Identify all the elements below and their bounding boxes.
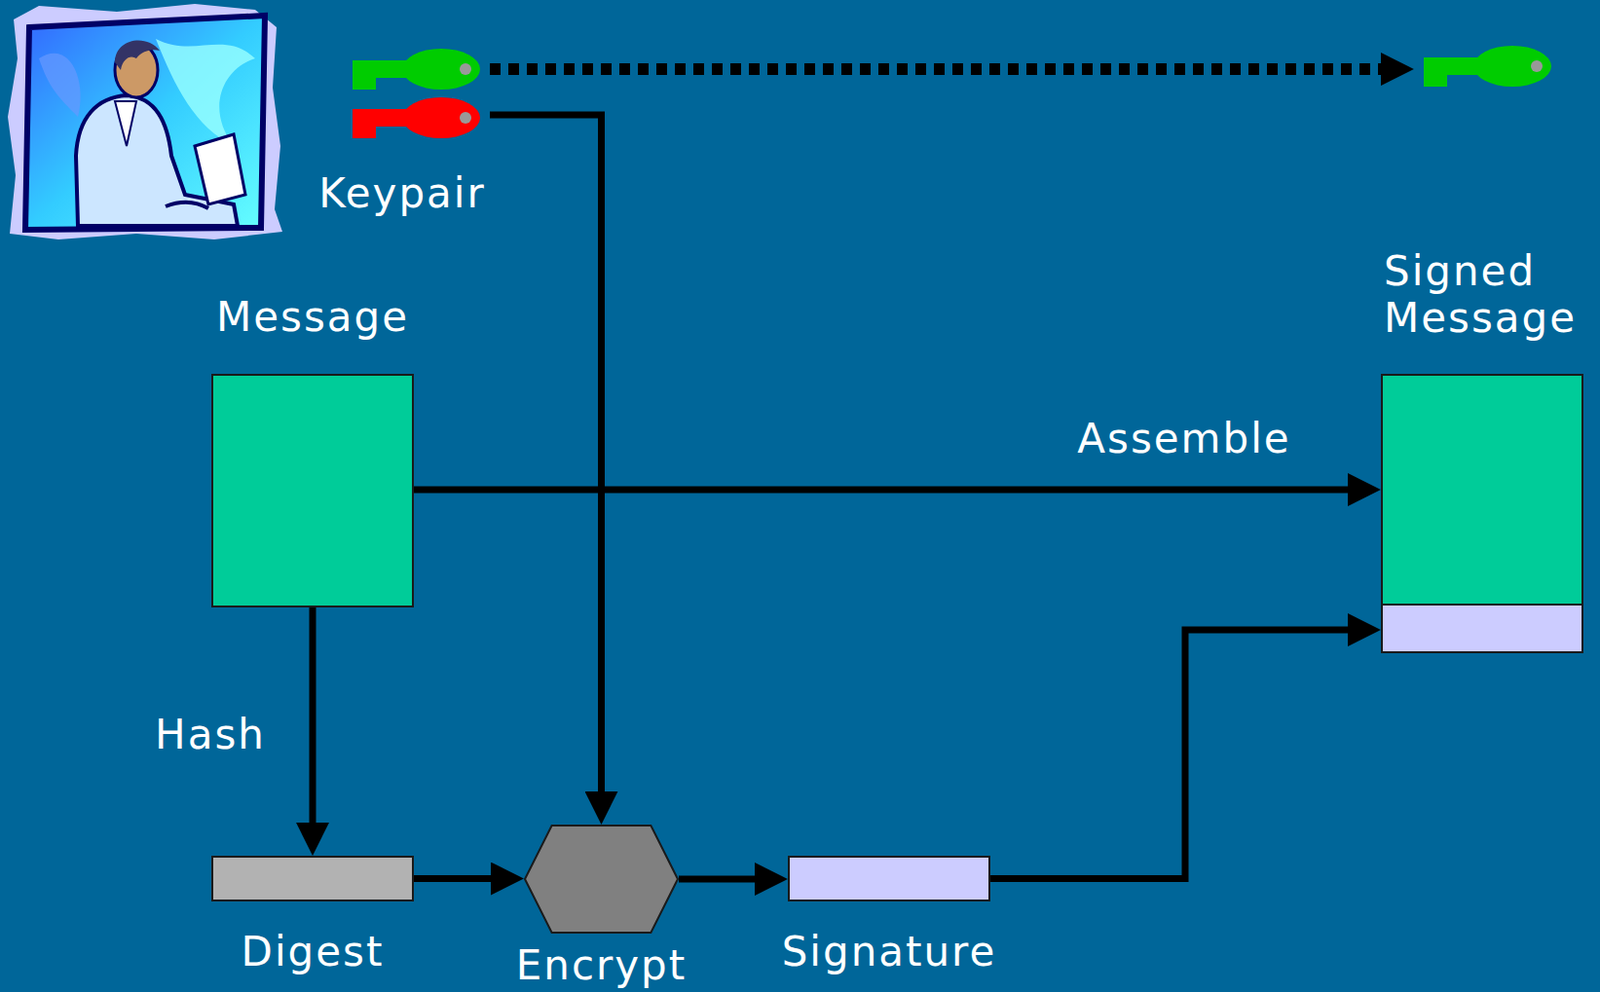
- edge-label: Hash: [154, 711, 266, 759]
- message-box: Message: [211, 373, 414, 608]
- key-hole: [1530, 60, 1543, 73]
- signed-message-box: Signed Message: [1380, 373, 1584, 654]
- hexagon-shape: [524, 825, 678, 933]
- flow-arrow: [309, 607, 317, 845]
- flow-arrow: [990, 630, 1370, 880]
- key-hole: [459, 63, 472, 75]
- flow-arrow: [678, 876, 777, 884]
- node-label: Keypair: [318, 170, 485, 218]
- flow-arrow: [489, 114, 602, 814]
- node-label: Encrypt: [516, 943, 688, 989]
- digest-box: Digest: [211, 855, 414, 902]
- light-streak: [155, 38, 256, 147]
- key-bow: [402, 97, 481, 139]
- node-label: Digest: [241, 929, 385, 976]
- hair: [114, 40, 160, 71]
- picture-frame: [25, 15, 265, 230]
- light-streak: [38, 53, 81, 117]
- edge-label: Assemble: [1077, 415, 1291, 463]
- collar: [114, 101, 137, 147]
- key-hole: [459, 111, 472, 124]
- private-key-icon: [352, 97, 481, 139]
- person-illustration: [7, 3, 283, 240]
- signature-strip: [1382, 603, 1582, 652]
- key-distribution-arrow: [489, 63, 1403, 75]
- key-bow: [402, 48, 481, 90]
- signature-box: Signature: [787, 855, 991, 902]
- node-label: Signature: [781, 929, 998, 976]
- flow-arrow: [413, 486, 1370, 494]
- hand: [165, 202, 209, 209]
- encrypt-hexagon: Encrypt: [523, 824, 679, 934]
- node-label: Message: [216, 294, 410, 341]
- hexagon-outline: [523, 824, 679, 934]
- paper: [194, 134, 246, 205]
- keypair-group: Keypair: [314, 38, 490, 224]
- public-key-icon: [352, 48, 481, 90]
- frame-backing: [7, 3, 283, 240]
- key-bow: [1473, 45, 1552, 87]
- public-key-copy-icon: [1423, 45, 1552, 87]
- node-label: Signed Message: [1383, 248, 1591, 342]
- flow-arrow: [413, 875, 513, 883]
